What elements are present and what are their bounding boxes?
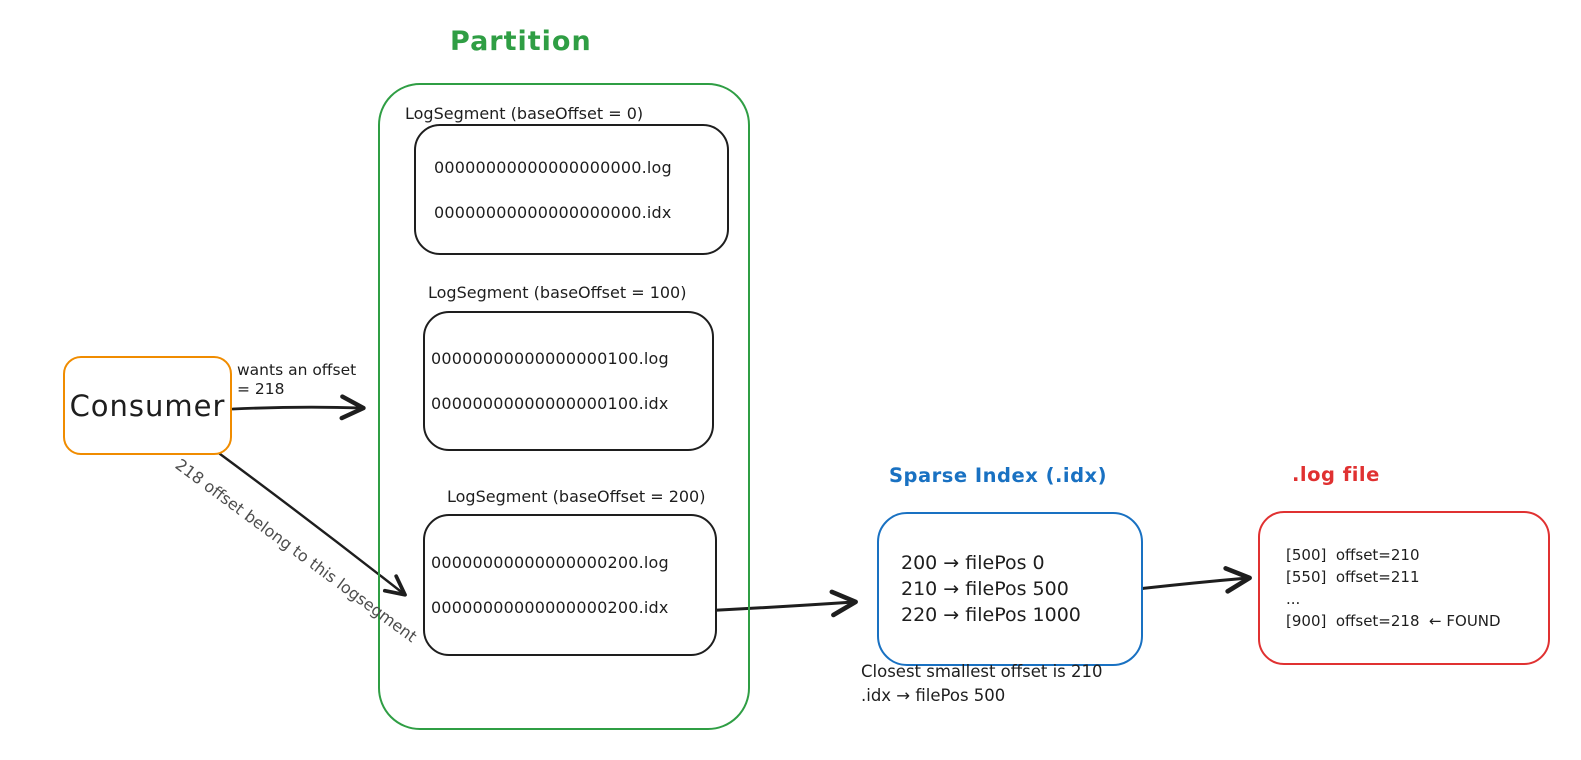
wants-offset-label: wants an offset = 218	[237, 361, 356, 399]
log-file-box: [500] offset=210 [550] offset=211 ... [9…	[1258, 511, 1550, 665]
logsegment-100-log-file: 00000000000000000100.log	[431, 349, 669, 368]
logsegment-0-log-file: 00000000000000000000.log	[434, 157, 672, 177]
wants-offset-label-line2: = 218	[237, 380, 285, 398]
logsegment-200-log-file: 00000000000000000200.log	[431, 553, 669, 572]
consumer-label: Consumer	[69, 388, 226, 423]
arrow-sparse-index-to-log-file	[1127, 566, 1252, 594]
logsegment-100-box: 00000000000000000100.log 000000000000000…	[423, 311, 714, 451]
log-file-title: .log file	[1292, 463, 1380, 486]
wants-offset-label-line1: wants an offset	[237, 361, 357, 379]
log-file-entry: [900] offset=218 ← FOUND	[1286, 612, 1501, 630]
sparse-index-entry: 210 → filePos 500	[901, 578, 1069, 600]
log-file-entry: [550] offset=211	[1286, 568, 1420, 586]
logsegment-0-box: 00000000000000000000.log 000000000000000…	[414, 124, 729, 255]
logsegment-0-label: LogSegment (baseOffset = 0)	[405, 104, 644, 123]
consumer-box: Consumer	[63, 356, 232, 455]
logsegment-0-idx-file: 00000000000000000000.idx	[434, 202, 672, 222]
logsegment-100-label: LogSegment (baseOffset = 100)	[428, 283, 687, 302]
partition-title: Partition	[450, 26, 592, 57]
sparse-index-entry: 220 → filePos 1000	[901, 604, 1081, 626]
arrow-consumer-to-partition	[231, 394, 366, 421]
log-file-entry: ...	[1286, 590, 1301, 608]
sparse-index-box: 200 → filePos 0 210 → filePos 500 220 → …	[877, 512, 1143, 666]
logsegment-200-label: LogSegment (baseOffset = 200)	[447, 487, 706, 506]
logsegment-200-box: 00000000000000000200.log 000000000000000…	[423, 514, 717, 656]
log-file-entry: [500] offset=210	[1286, 546, 1420, 564]
sparse-index-caption-line2: .idx → filePos 500	[861, 686, 1006, 705]
sparse-index-entry: 200 → filePos 0	[901, 552, 1045, 574]
partition-box	[378, 83, 750, 730]
sparse-index-caption-line1: Closest smallest offset is 210	[861, 662, 1103, 681]
logsegment-100-idx-file: 00000000000000000100.idx	[431, 394, 669, 413]
sparse-index-title: Sparse Index (.idx)	[889, 464, 1108, 487]
logsegment-200-idx-file: 00000000000000000200.idx	[431, 598, 669, 617]
